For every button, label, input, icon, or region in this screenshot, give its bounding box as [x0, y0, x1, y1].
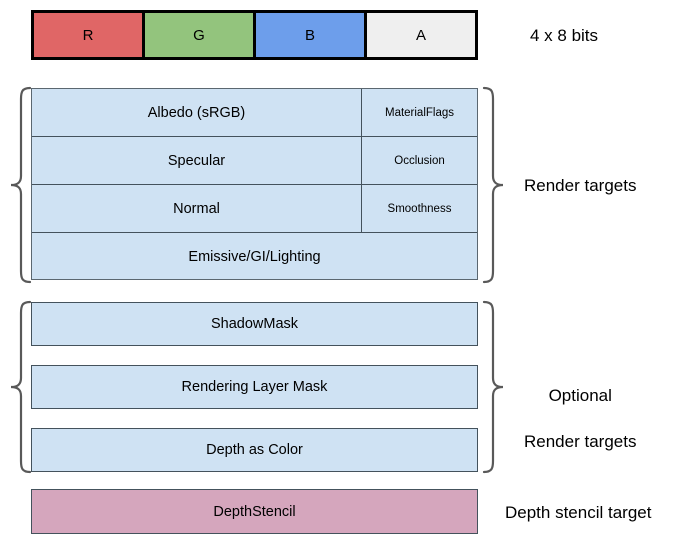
- left-brace-render-targets: [10, 86, 32, 284]
- render-target-rgb-label: Normal: [173, 200, 220, 217]
- left-brace-optional-render-targets: [10, 300, 32, 474]
- right-brace-optional-render-targets: [482, 300, 504, 474]
- render-target-alpha-cell: MaterialFlags: [362, 89, 477, 136]
- channel-label-a: A: [415, 26, 426, 44]
- channel-label-b: B: [304, 26, 315, 44]
- render-target-row: Specular Occlusion: [32, 137, 477, 185]
- render-target-alpha-label: Smoothness: [387, 202, 452, 215]
- render-target-row: Normal Smoothness: [32, 185, 477, 233]
- optional-render-target-label: Rendering Layer Mask: [181, 379, 328, 395]
- render-target-alpha-label: MaterialFlags: [384, 106, 455, 119]
- depth-stencil-label: DepthStencil: [213, 503, 296, 520]
- render-target-rgb-cell: Albedo (sRGB): [32, 89, 362, 136]
- optional-render-target-label: Depth as Color: [206, 442, 303, 458]
- render-target-fullwidth-cell: Emissive/GI/Lighting: [32, 233, 477, 281]
- channel-cell-a: A: [367, 13, 475, 57]
- render-target-rgb-label: Emissive/GI/Lighting: [188, 249, 321, 265]
- optional-render-targets-group-label: Optional Render targets: [524, 362, 636, 477]
- optional-label-line-1: Optional: [548, 385, 612, 405]
- render-target-alpha-cell: Smoothness: [362, 185, 477, 232]
- depth-stencil-box: DepthStencil: [31, 489, 478, 534]
- render-target-rgb-cell: Specular: [32, 137, 362, 184]
- right-brace-render-targets: [482, 86, 504, 284]
- render-targets-group-label: Render targets: [524, 176, 637, 195]
- render-target-row: Albedo (sRGB) MaterialFlags: [32, 89, 477, 137]
- render-target-alpha-cell: Occlusion: [362, 137, 477, 184]
- render-target-alpha-label: Occlusion: [394, 154, 445, 167]
- render-target-rgb-cell: Normal: [32, 185, 362, 232]
- render-targets-grid: Albedo (sRGB) MaterialFlags Specular Occ…: [31, 88, 478, 280]
- channel-cell-r: R: [34, 13, 145, 57]
- optional-render-target-box: Rendering Layer Mask: [31, 365, 478, 409]
- render-target-rgb-label: Specular: [167, 152, 226, 169]
- optional-render-target-label: ShadowMask: [210, 316, 299, 332]
- channel-cell-g: G: [145, 13, 256, 57]
- render-target-rgb-label: Albedo (sRGB): [147, 104, 246, 121]
- optional-render-target-box: ShadowMask: [31, 302, 478, 346]
- optional-render-target-box: Depth as Color: [31, 428, 478, 472]
- optional-label-line-2: Render targets: [524, 431, 637, 451]
- channel-label-r: R: [82, 26, 94, 44]
- render-target-row: Emissive/GI/Lighting: [32, 233, 477, 281]
- channel-bar-annotation: 4 x 8 bits: [530, 26, 599, 45]
- depth-stencil-group-label: Depth stencil target: [505, 503, 652, 522]
- rgba-channel-bar: R G B A: [31, 10, 478, 60]
- channel-label-g: G: [193, 26, 205, 44]
- channel-cell-b: B: [256, 13, 367, 57]
